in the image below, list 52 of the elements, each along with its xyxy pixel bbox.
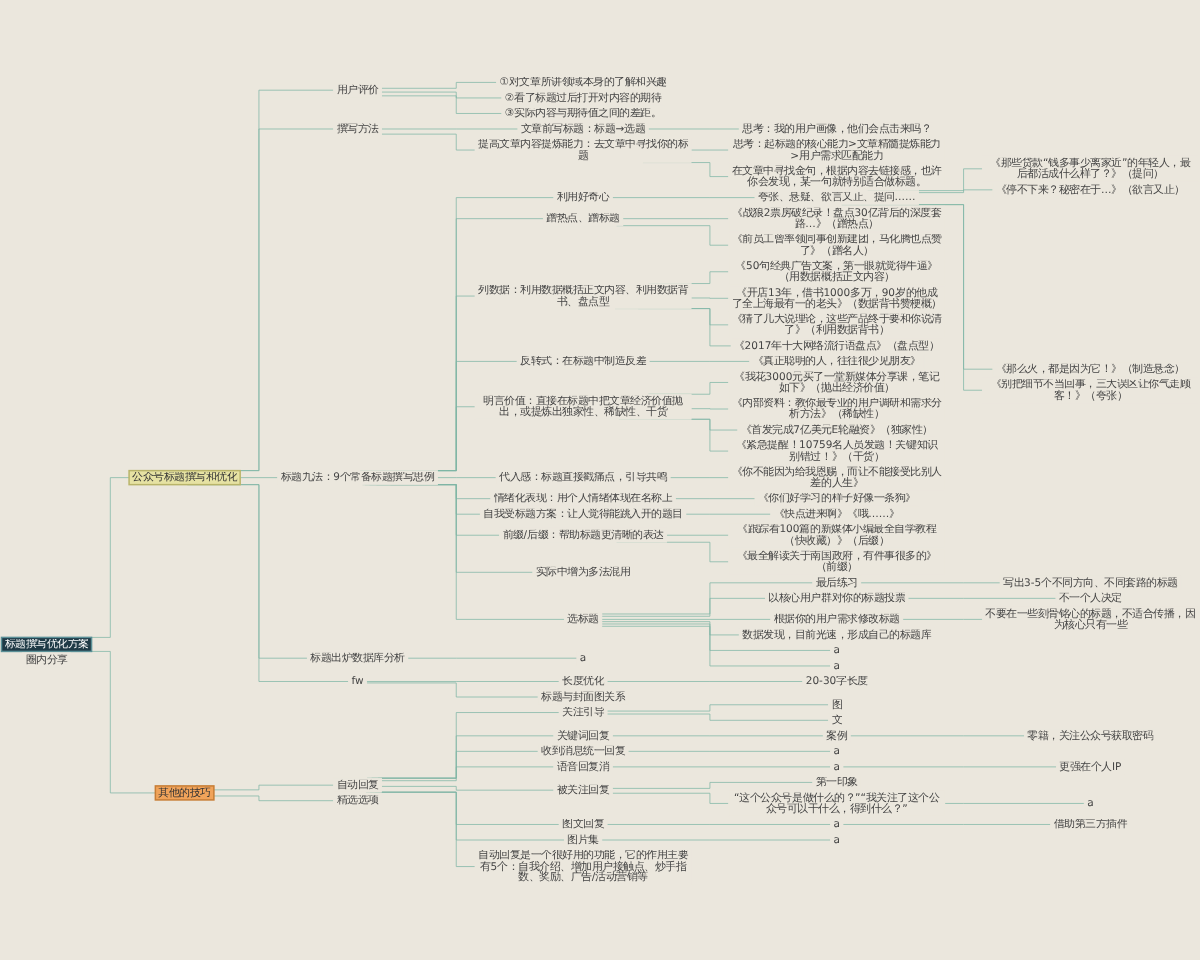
connector bbox=[601, 621, 740, 636]
connector bbox=[601, 582, 814, 615]
connector bbox=[611, 735, 824, 737]
connector bbox=[381, 91, 503, 99]
connector bbox=[627, 750, 831, 752]
connector bbox=[944, 803, 1085, 804]
connector bbox=[842, 824, 1052, 825]
connector bbox=[377, 750, 539, 779]
connector bbox=[601, 619, 772, 620]
connector bbox=[381, 95, 503, 114]
connector bbox=[675, 498, 756, 500]
connector bbox=[647, 128, 740, 130]
connector bbox=[611, 782, 814, 789]
connector bbox=[685, 513, 772, 515]
connector bbox=[213, 784, 334, 791]
connector bbox=[666, 534, 730, 536]
connector bbox=[366, 682, 539, 698]
connector bbox=[606, 704, 829, 712]
connector bbox=[690, 149, 730, 151]
connector bbox=[601, 839, 831, 841]
connector bbox=[611, 792, 730, 804]
connector bbox=[407, 657, 578, 659]
connector bbox=[902, 619, 983, 620]
connector bbox=[381, 128, 519, 130]
connector bbox=[606, 713, 829, 721]
connector bbox=[366, 712, 560, 779]
connector bbox=[669, 477, 730, 478]
connector bbox=[690, 297, 730, 299]
connector bbox=[611, 766, 831, 768]
connector bbox=[601, 623, 831, 651]
connector bbox=[381, 82, 497, 89]
connector bbox=[606, 681, 804, 682]
connector bbox=[381, 766, 555, 782]
connector bbox=[606, 824, 831, 825]
connector bbox=[381, 786, 555, 791]
connector bbox=[907, 597, 1057, 599]
connector bbox=[849, 735, 1025, 737]
connector bbox=[622, 218, 730, 220]
connector bbox=[918, 189, 994, 193]
connector bbox=[213, 795, 334, 802]
connector bbox=[239, 477, 279, 478]
connector bbox=[860, 582, 1001, 584]
connector bbox=[842, 766, 1057, 768]
connector bbox=[601, 597, 766, 617]
connector bbox=[648, 361, 751, 362]
connector bbox=[611, 197, 756, 198]
connector bbox=[690, 408, 730, 410]
connector bbox=[366, 681, 560, 682]
connector bbox=[381, 133, 476, 151]
connector bbox=[371, 735, 555, 779]
connector bbox=[601, 625, 831, 667]
connector bbox=[437, 477, 497, 478]
